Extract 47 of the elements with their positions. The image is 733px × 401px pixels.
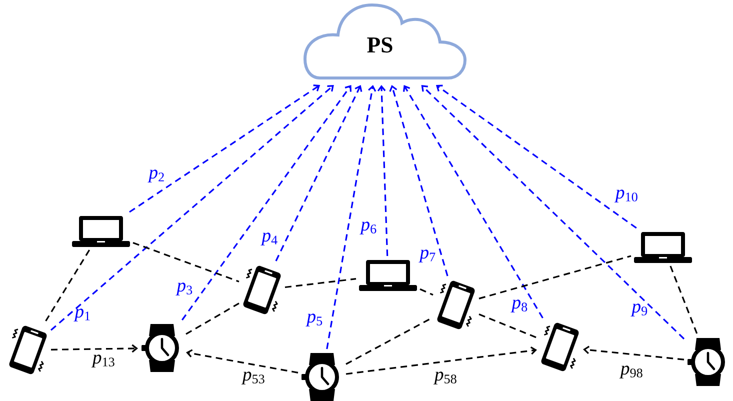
arrow [50, 85, 334, 331]
connector-line [284, 278, 356, 288]
connector-line [420, 288, 434, 296]
edge-label: p$_{10}$ [614, 190, 638, 202]
arrow [182, 85, 352, 320]
edge-label: p$_{98}$ [619, 366, 642, 378]
arrow [436, 84, 637, 229]
arrow [186, 349, 298, 374]
arrow [377, 85, 388, 256]
connector-line [670, 266, 698, 334]
edge-label: p$_{4}$ [260, 232, 278, 246]
arrow [583, 346, 684, 360]
edge-label: p$_{1}$ [74, 308, 90, 322]
edge-label: p$_{5}$ [306, 314, 322, 326]
edge-label: p$_{8}$ [510, 300, 528, 312]
edge-label: p$_{2}$ [148, 170, 164, 182]
connector-line [45, 250, 90, 322]
edge-label: p$_{58}$ [433, 372, 456, 384]
arrow [346, 346, 537, 375]
arrow [389, 85, 448, 276]
arrow [402, 85, 544, 318]
arrow [129, 84, 320, 213]
edge-label: p$_{9}$ [630, 304, 648, 316]
edge-label: p$_{7}$ [418, 250, 436, 262]
arrow [326, 85, 376, 350]
edge-label: p$_{6}$ [360, 222, 376, 234]
phone-icon [437, 280, 475, 330]
laptop-icon [634, 232, 692, 263]
connector-line [132, 242, 240, 282]
edge-label: p$_{3}$ [176, 282, 192, 296]
connector-line [478, 314, 538, 338]
phone-icon [541, 322, 579, 372]
laptop-icon [72, 216, 130, 247]
connector-line [186, 302, 240, 335]
arrow [421, 85, 685, 340]
watch-icon [688, 338, 725, 386]
cloud: PS [304, 4, 466, 80]
laptop-icon [359, 260, 417, 291]
arrow [275, 85, 362, 262]
watch-icon [142, 324, 179, 372]
watch-icon [302, 353, 339, 401]
phone-icon [243, 266, 281, 314]
edge-label: p$_{53}$ [241, 372, 264, 384]
edge-label: p$_{13}$ [91, 354, 114, 368]
arrow [51, 344, 138, 353]
phone-icon [9, 326, 47, 374]
connector-line [478, 255, 632, 300]
